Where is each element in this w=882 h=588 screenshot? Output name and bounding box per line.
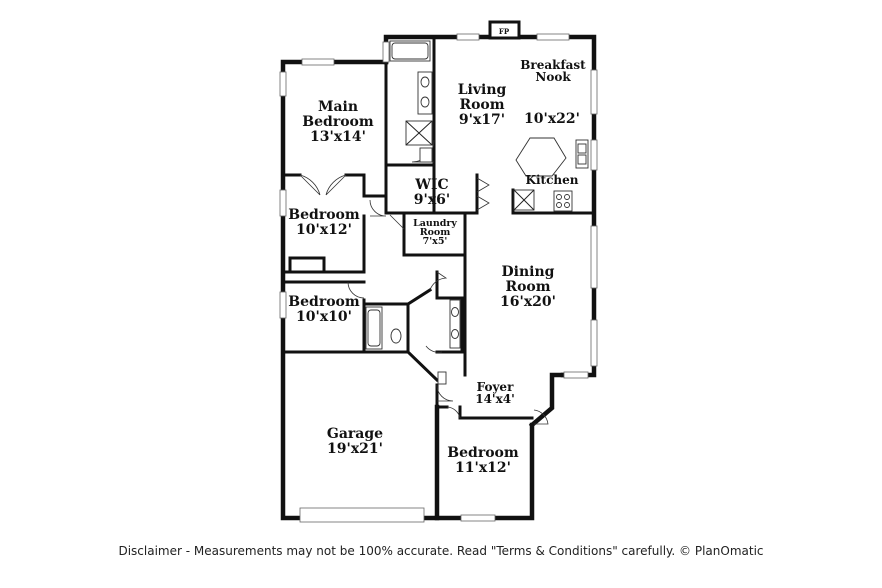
bedroom-2-size: 10'x12'	[296, 222, 352, 238]
disclaimer-text: Disclaimer - Measurements may not be 100…	[118, 544, 764, 558]
main-bedroom-label-2: Bedroom	[302, 114, 374, 130]
wic-label: WIC	[414, 177, 448, 193]
bedroom-3-label: Bedroom	[288, 294, 360, 310]
windows	[279, 33, 598, 523]
living-room-size: 9'x17'	[459, 112, 505, 128]
laundry-label-2: Room	[420, 227, 451, 238]
main-bedroom-size: 13'x14'	[310, 129, 366, 145]
laundry-size: 7'x5'	[423, 236, 448, 247]
foyer-size: 14'x4'	[475, 392, 515, 406]
dining-room-size: 16'x20'	[500, 294, 556, 310]
laundry-label-1: Laundry	[413, 218, 457, 229]
breakfast-nook-label-1: Breakfast	[520, 58, 586, 72]
garage-size: 19'x21'	[327, 441, 383, 457]
fireplace-label: FP	[499, 27, 510, 36]
dining-room-label-2: Room	[505, 279, 550, 295]
bedroom-4-size: 11'x12'	[455, 460, 511, 476]
bedroom-2-label: Bedroom	[288, 207, 360, 223]
dining-room-label-1: Dining	[502, 264, 555, 280]
living-room-label-1: Living	[458, 82, 507, 98]
interior-walls	[281, 35, 596, 520]
bedroom-4-label: Bedroom	[447, 445, 519, 461]
breakfast-nook-label-2: Nook	[535, 70, 571, 84]
bedroom-3-size: 10'x10'	[296, 309, 352, 325]
main-bedroom-label-1: Main	[318, 99, 358, 115]
garage-label: Garage	[327, 426, 383, 442]
living-room-label-2: Room	[459, 97, 504, 113]
kitchen-label: Kitchen	[526, 173, 579, 187]
breakfast-nook-size: 10'x22'	[524, 111, 580, 127]
wic-size: 9'x6'	[414, 192, 450, 208]
fixtures	[365, 40, 589, 385]
fireplace: FP	[488, 20, 521, 40]
foyer-label: Foyer	[477, 380, 514, 394]
room-labels: Main Bedroom 13'x14' Living Room 9'x17' …	[288, 58, 586, 476]
